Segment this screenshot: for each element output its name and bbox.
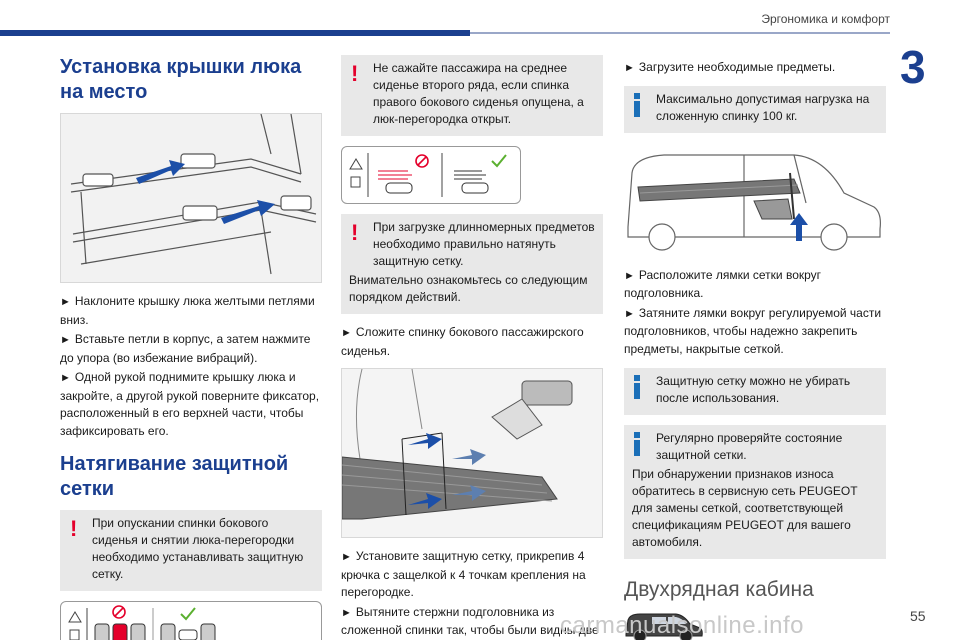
van-load-illustration — [624, 143, 886, 257]
column-1: Установка крышки люка на место ► — [60, 55, 322, 640]
watermark: carmanualsonline.info — [560, 612, 804, 639]
step-text: Загрузите необходимые предметы. — [638, 60, 836, 74]
double-cab-van-icon — [624, 610, 886, 640]
warning-exclamation-icon: ! — [70, 516, 78, 541]
info-icon — [633, 92, 643, 117]
step-text: Установите защитную сетку, прикрепив 4 к… — [341, 549, 586, 599]
info-icon — [633, 432, 643, 456]
warning-exclamation-icon: ! — [351, 61, 359, 86]
info-icon — [633, 375, 643, 399]
seat-pictogram — [60, 601, 322, 640]
bullet-arrow-icon: ► — [60, 372, 71, 384]
info-text: Регулярно проверяйте состояние защитной … — [656, 431, 843, 462]
column-3: ►Загрузите необходимые предметы. Максима… — [624, 55, 886, 640]
safety-net-illustration — [341, 368, 603, 538]
warning-note: ! При опускании спинки бокового сиденья … — [60, 510, 322, 591]
heading-double-cab: Двухрядная кабина — [624, 578, 814, 601]
column-2: ! Не сажайте пассажира на среднее сидень… — [341, 55, 603, 640]
warning-note: ! Не сажайте пассажира на среднее сидень… — [341, 55, 603, 136]
heading-safety-net: Натягивание защитной сетки — [60, 453, 289, 500]
bullet-arrow-icon: ► — [624, 269, 635, 282]
step-text: Вставьте петли в корпус, а затем нажмите… — [60, 332, 311, 365]
info-text: Максимально допустимая нагрузка на сложе… — [656, 91, 870, 123]
info-note: Регулярно проверяйте состояние защитной … — [624, 425, 886, 559]
bullet-arrow-icon: ► — [60, 334, 71, 346]
heading-hatch-install: Установка крышки люка на место — [60, 56, 302, 103]
bullet-arrow-icon: ► — [624, 62, 635, 74]
step-text: Одной рукой поднимите крышку люка и закр… — [60, 370, 320, 438]
info-note: Защитную сетку можно не убирать после ис… — [624, 368, 886, 415]
info-note: Максимально допустимая нагрузка на сложе… — [624, 85, 886, 133]
header-rule — [470, 32, 890, 34]
info-text: Защитную сетку можно не убирать после ис… — [656, 374, 851, 405]
header-bar — [0, 30, 470, 36]
chapter-number: 3 — [900, 41, 926, 93]
step-text: Вытяните стержни подголовника из сложенн… — [341, 604, 599, 638]
bullet-arrow-icon: ► — [341, 606, 352, 619]
warning-text: Внимательно ознакомьтесь со следующим по… — [349, 273, 588, 304]
step-text: Затяните лямки вокруг регулируемой части… — [624, 305, 882, 356]
hatch-install-illustration — [60, 113, 322, 283]
step-text: Наклоните крышку люка желтыми петлями вн… — [60, 294, 315, 327]
info-text: При обнаружении признаков износа обратит… — [632, 467, 858, 549]
warning-note: ! При загрузке длинномерных предметов не… — [341, 214, 603, 314]
bullet-arrow-icon: ► — [341, 551, 352, 563]
bullet-arrow-icon: ► — [624, 307, 635, 320]
bullet-arrow-icon: ► — [60, 296, 71, 308]
section-title: Эргономика и комфорт — [761, 12, 890, 26]
warning-text: Не сажайте пассажира на среднее сиденье … — [373, 61, 584, 126]
step-text: Сложите спинку бокового пассажирского си… — [341, 325, 584, 358]
page-number: 55 — [910, 608, 926, 624]
warning-text: При загрузке длинномерных предметов необ… — [373, 220, 595, 268]
bullet-arrow-icon: ► — [341, 327, 352, 339]
warning-text: При опускании спинки бокового сиденья и … — [92, 516, 304, 581]
step-text: Расположите лямки сетки вокруг подголовн… — [624, 267, 822, 301]
warning-exclamation-icon: ! — [351, 220, 359, 245]
seat-pictogram — [341, 146, 521, 204]
